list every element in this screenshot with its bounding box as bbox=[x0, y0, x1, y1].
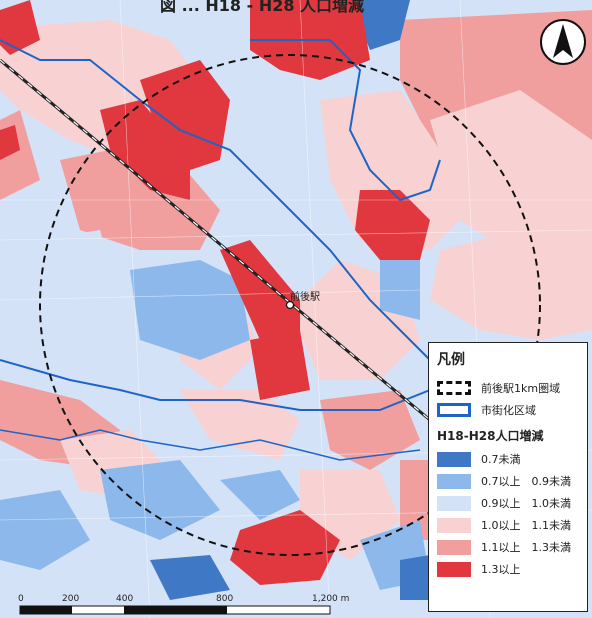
legend-circle-row: 前後駅1km圏域 bbox=[437, 377, 579, 399]
dashed-circle-swatch bbox=[437, 381, 471, 395]
scale-bar bbox=[19, 605, 331, 615]
legend-class-row: 0.7未満 bbox=[437, 448, 579, 470]
legend-circle-label: 前後駅1km圏域 bbox=[481, 382, 561, 395]
legend-urban-row: 市街化区域 bbox=[437, 399, 579, 421]
legend-title: 凡例 bbox=[437, 352, 465, 368]
legend-class-row: 1.1以上 1.3未満 bbox=[437, 536, 579, 558]
legend-class-label: 0.7未満 bbox=[481, 453, 521, 466]
scale-label-0: 0 bbox=[18, 594, 24, 604]
legend-class-swatch bbox=[437, 495, 471, 511]
map-title: 図 ... H18 - H28 人口増減 bbox=[160, 0, 365, 15]
legend-pop-classes: 0.7未満 0.7以上 0.9未満 0.9以上 1.0未満 1.0以上 1.1未満 1.… bbox=[437, 448, 579, 580]
legend-class-label: 0.7以上 0.9未満 bbox=[481, 475, 571, 488]
legend-class-swatch bbox=[437, 473, 471, 489]
legend-class-swatch bbox=[437, 451, 471, 467]
legend-class-label: 1.0以上 1.1未満 bbox=[481, 519, 571, 532]
scale-label-200: 200 bbox=[62, 594, 80, 604]
legend-class-swatch bbox=[437, 561, 471, 577]
north-arrow-icon bbox=[540, 19, 586, 65]
scale-label-400: 400 bbox=[116, 594, 134, 604]
station-label: 前後駅 bbox=[290, 292, 320, 303]
map-legend: 凡例 前後駅1km圏域 市街化区域 H18-H28人口増減 0.7未満 0.7以上… bbox=[428, 342, 588, 612]
legend-class-label: 1.1以上 1.3未満 bbox=[481, 541, 571, 554]
legend-urban-label: 市街化区域 bbox=[481, 404, 536, 417]
legend-pop-heading: H18-H28人口増減 bbox=[437, 429, 544, 443]
legend-class-row: 0.9以上 1.0未満 bbox=[437, 492, 579, 514]
legend-class-row: 1.3以上 bbox=[437, 558, 579, 580]
legend-class-swatch bbox=[437, 539, 471, 555]
legend-class-row: 0.7以上 0.9未満 bbox=[437, 470, 579, 492]
urban-boundary-swatch bbox=[437, 403, 471, 417]
legend-class-label: 1.3以上 bbox=[481, 563, 521, 576]
scale-label-800: 800 bbox=[216, 594, 234, 604]
legend-class-label: 0.9以上 1.0未満 bbox=[481, 497, 571, 510]
legend-class-swatch bbox=[437, 517, 471, 533]
legend-class-row: 1.0以上 1.1未満 bbox=[437, 514, 579, 536]
scale-label-1200: 1,200 m bbox=[312, 594, 350, 604]
